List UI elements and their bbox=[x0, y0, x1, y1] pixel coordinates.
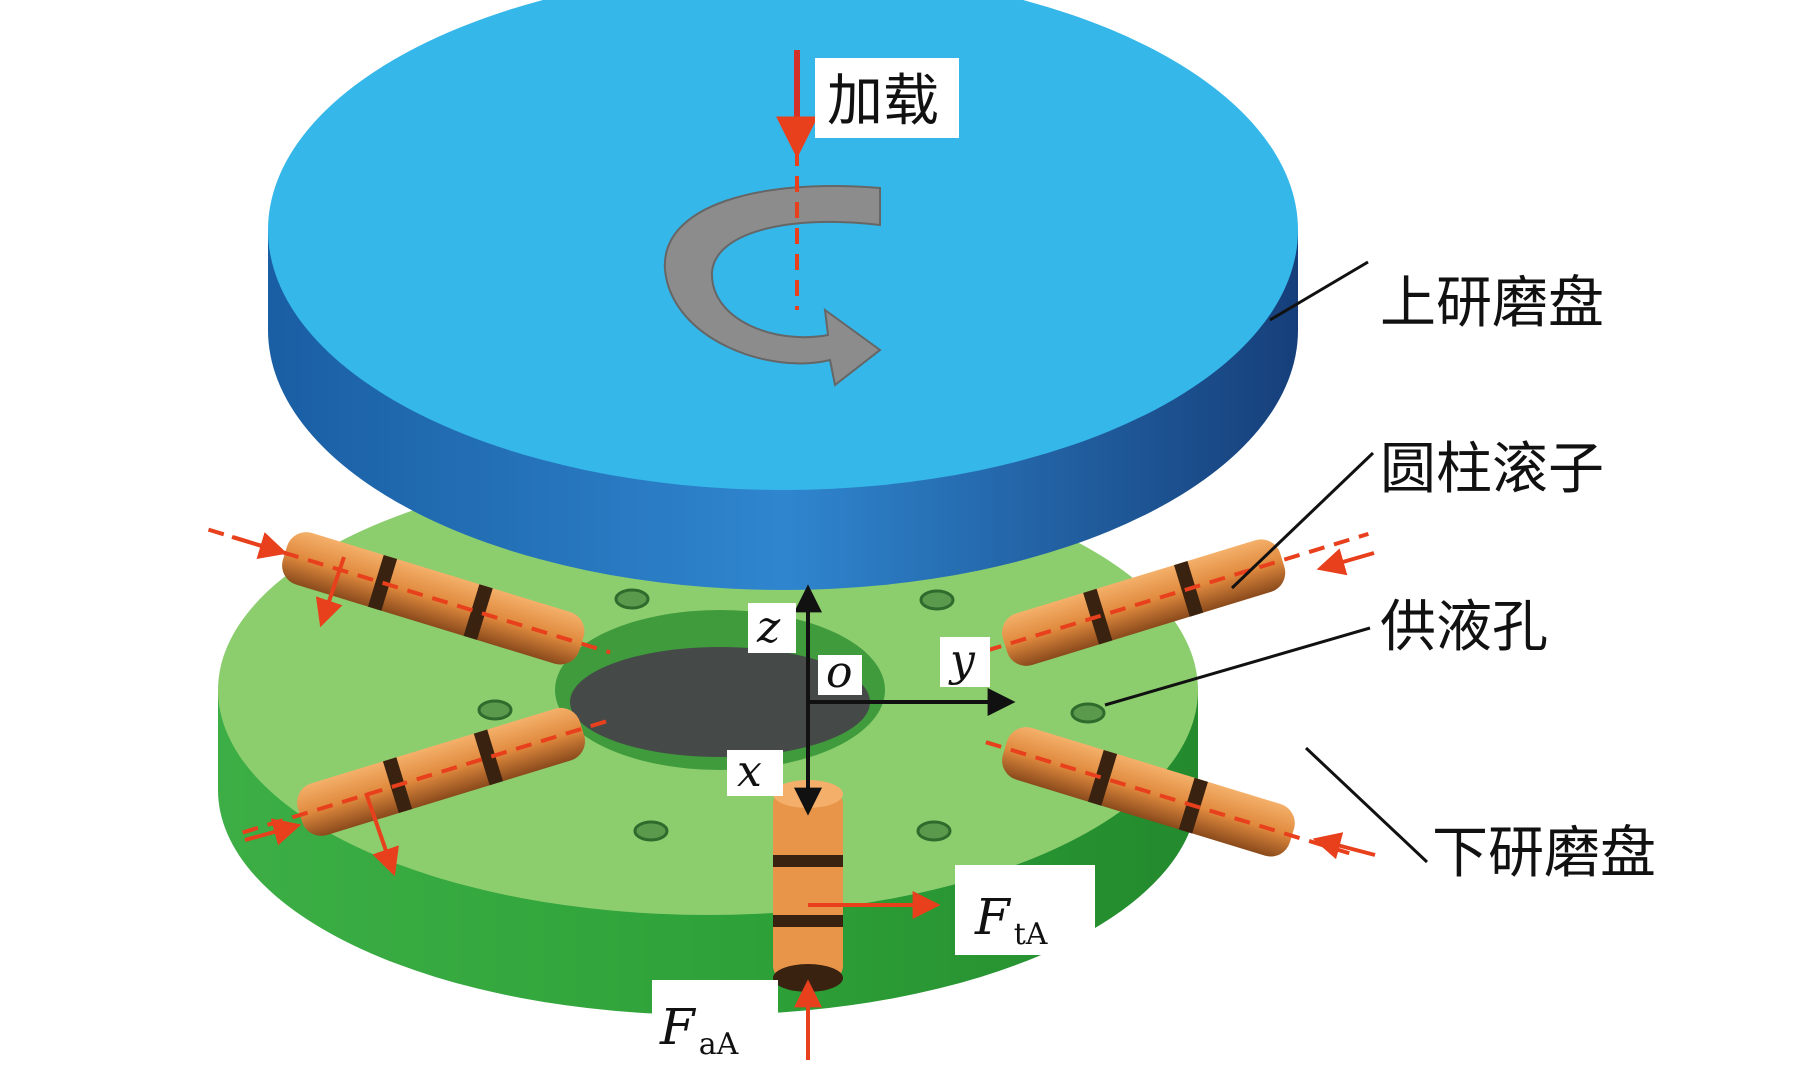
supply-hole-label: 供液孔 bbox=[1380, 595, 1548, 660]
z-axis-label-group: z bbox=[748, 602, 796, 653]
force-arrow bbox=[1312, 832, 1376, 860]
roller-group-lower-right bbox=[985, 727, 1360, 859]
supply-holes bbox=[477, 588, 1106, 842]
z-axis-label: z bbox=[756, 602, 781, 653]
roller-group-front bbox=[773, 780, 843, 992]
force-arrow bbox=[315, 556, 346, 628]
roller-band bbox=[773, 855, 843, 867]
force-subscript: tA bbox=[1014, 917, 1048, 952]
force-arrows bbox=[231, 532, 1376, 1060]
force-symbol: F bbox=[659, 998, 697, 1056]
rollers-label: 圆柱滚子 bbox=[1380, 437, 1604, 502]
roller-axis-line bbox=[985, 740, 1360, 859]
force-arrow bbox=[231, 532, 288, 559]
roller-axis-line bbox=[207, 527, 611, 655]
label-background bbox=[748, 603, 796, 653]
upper-disc-top bbox=[268, 0, 1298, 490]
roller-band bbox=[473, 729, 503, 786]
roller-axis-line bbox=[242, 719, 607, 835]
upper-disc-label: 上研磨盘 bbox=[1380, 271, 1604, 336]
leader-line-rollers bbox=[1230, 451, 1375, 590]
leader-line-supply-hole bbox=[1104, 626, 1371, 707]
o-origin-label-group: o bbox=[818, 647, 862, 698]
force-arrow bbox=[1316, 548, 1375, 576]
force-arrow bbox=[364, 792, 399, 877]
supply-hole bbox=[919, 589, 955, 611]
roller-end bbox=[773, 964, 843, 992]
load-label-group: 加载 bbox=[815, 58, 959, 138]
roller-axis-line bbox=[985, 531, 1369, 653]
roller-band bbox=[463, 584, 493, 640]
x-axis-label: x bbox=[737, 746, 762, 797]
label-background bbox=[818, 655, 862, 695]
label-background bbox=[652, 980, 778, 1062]
roller-band bbox=[773, 915, 843, 927]
force-arrow bbox=[244, 818, 302, 846]
leader-line-upper-disc bbox=[1269, 260, 1369, 322]
roller-group-upper-right bbox=[985, 531, 1369, 666]
supply-hole bbox=[1070, 702, 1106, 724]
y-axis-label-group: y bbox=[940, 635, 990, 687]
supply-hole bbox=[477, 699, 513, 721]
label-background bbox=[815, 58, 959, 138]
label-background bbox=[955, 865, 1095, 955]
supply-hole bbox=[614, 588, 650, 610]
roller-band bbox=[1087, 749, 1118, 806]
force-symbol: F bbox=[974, 888, 1012, 946]
supply-hole bbox=[633, 820, 669, 842]
force-subscript: aA bbox=[699, 1027, 739, 1062]
upper-disc bbox=[268, 0, 1298, 590]
lower-disc-label: 下研磨盘 bbox=[1432, 821, 1656, 886]
y-axis-label: y bbox=[948, 635, 976, 686]
x-axis-label-group: x bbox=[727, 746, 783, 797]
center-hole bbox=[570, 647, 870, 757]
leader-lines bbox=[1104, 260, 1429, 864]
load-label: 加载 bbox=[827, 69, 939, 134]
label-background bbox=[940, 637, 990, 687]
label-background bbox=[727, 750, 783, 796]
coordinate-axes bbox=[794, 584, 1016, 816]
roller-body bbox=[773, 790, 843, 980]
origin-label: o bbox=[826, 647, 853, 698]
rotation-arrow-icon bbox=[663, 185, 882, 387]
supply-hole bbox=[916, 820, 952, 842]
roller-group-upper-left bbox=[207, 527, 611, 665]
leader-line-lower-disc bbox=[1304, 746, 1429, 864]
